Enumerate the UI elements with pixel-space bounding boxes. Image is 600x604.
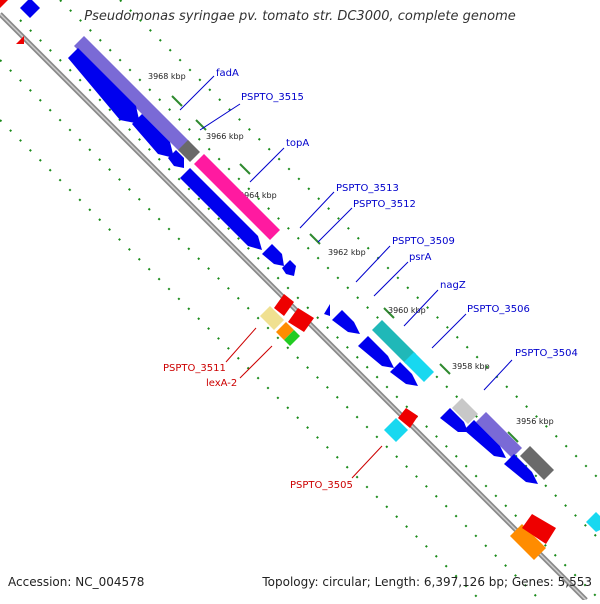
gene-label-fadA: fadA <box>216 68 239 79</box>
gene-arrow-reverse <box>522 514 556 544</box>
tick-label: 3960 kbp <box>388 306 426 315</box>
gene-arrow-forward <box>282 260 296 276</box>
gene-label-pspto-3504: PSPTO_3504 <box>515 348 578 359</box>
gene-arrow-reverse <box>16 36 24 44</box>
tick-marks <box>171 95 519 443</box>
tick-label: 3958 kbp <box>452 362 490 371</box>
gene-label-pspto-3506: PSPTO_3506 <box>467 304 530 315</box>
reverse-genes <box>0 0 556 544</box>
gene-arrow-forward <box>464 420 506 458</box>
gene-arrow-reverse <box>288 308 314 332</box>
gene-arrow-forward <box>180 168 262 250</box>
gene-arrow-forward <box>132 114 174 158</box>
cog-bar-lightgray <box>452 398 478 424</box>
gene-arrow-forward <box>20 0 40 18</box>
gene-arrow-reverse <box>398 408 418 428</box>
cog-bar-purple-2 <box>476 412 522 458</box>
callout-lines <box>179 75 513 479</box>
gene-arrow-forward <box>440 408 468 432</box>
cog-bar-teal <box>372 320 416 364</box>
accession-text: Accession: NC_004578 <box>8 575 145 589</box>
tick-label: 3962 kbp <box>328 248 366 257</box>
cog-bar-green <box>284 330 300 346</box>
gene-label-lexA-2: lexA-2 <box>206 378 237 389</box>
tick-label: 3964 kbp <box>239 191 277 200</box>
gene-arrow-forward <box>68 48 140 124</box>
gene-arrow-reverse <box>274 294 294 316</box>
gene-arrow-forward <box>324 304 330 316</box>
gene-arrow-forward <box>332 310 360 334</box>
gene-label-pspto-3509: PSPTO_3509 <box>392 236 455 247</box>
genome-backbone <box>0 12 588 602</box>
gene-label-pspto-3513: PSPTO_3513 <box>336 183 399 194</box>
cog-bar-cyan-3 <box>586 512 600 532</box>
tick-labels: 3968 kbp 3966 kbp 3964 kbp 3962 kbp 3960… <box>148 72 554 426</box>
cog-bar-cyan <box>404 352 434 382</box>
cog-bars <box>74 36 600 560</box>
tick-label: 3966 kbp <box>206 132 244 141</box>
gene-label-topA: topA <box>286 138 309 149</box>
cog-bar-cyan-2 <box>384 418 408 442</box>
cog-bar-pink <box>194 154 280 240</box>
gene-label-pspto-3511: PSPTO_3511 <box>163 363 226 374</box>
gene-label-pspto-3515: PSPTO_3515 <box>241 92 304 103</box>
gene-arrow-forward <box>390 362 418 386</box>
gene-arrow-forward <box>358 336 394 368</box>
map-title: Pseudomonas syringae pv. tomato str. DC3… <box>84 9 516 24</box>
genome-summary-text: Topology: circular; Length: 6,397,126 bp… <box>262 575 592 589</box>
tick-label: 3968 kbp <box>148 72 186 81</box>
gene-label-psrA: psrA <box>409 252 432 263</box>
gene-label-pspto-3505: PSPTO_3505 <box>290 480 353 491</box>
cog-bar-orange <box>510 524 546 560</box>
gene-arrow-forward <box>504 454 538 484</box>
gene-labels: fadA PSPTO_3515 topA PSPTO_3513 PSPTO_35… <box>163 68 578 491</box>
gene-arrow-forward <box>168 150 184 168</box>
gene-label-nagZ: nagZ <box>440 280 466 291</box>
forward-genes <box>20 0 538 484</box>
cog-bar-gray-2 <box>520 446 554 480</box>
gene-arrow-forward <box>262 244 284 266</box>
cog-bar-orange-small <box>276 322 294 340</box>
cog-bar-yellow <box>260 306 284 330</box>
tick-label: 3956 kbp <box>516 417 554 426</box>
gene-arrow-reverse <box>0 0 8 8</box>
cog-bar-purple-1 <box>74 36 190 152</box>
cog-bar-gray-1 <box>178 140 200 162</box>
gene-label-pspto-3512: PSPTO_3512 <box>353 199 416 210</box>
